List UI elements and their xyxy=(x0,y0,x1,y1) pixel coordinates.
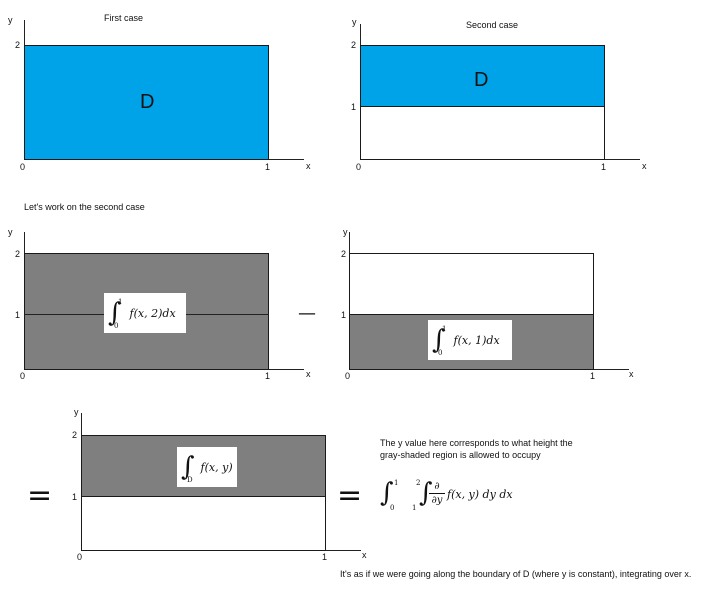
outer-lower-limit: 0 xyxy=(390,504,395,512)
integral-lower-limit: 0 xyxy=(438,349,443,357)
inner-upper-limit: 2 xyxy=(416,479,421,487)
footer-note: It's as if we were going along the bound… xyxy=(340,569,692,579)
region-d-label: D xyxy=(140,91,155,113)
outer-upper-limit: 1 xyxy=(394,479,399,487)
integral-formula-box: ∫ 1 0 f(x, 1)dx xyxy=(428,320,512,360)
x-tick-label: 1 xyxy=(265,162,271,172)
y-axis-label: y xyxy=(8,15,13,25)
y-axis-label: y xyxy=(352,17,357,27)
x-axis-label: x xyxy=(642,161,647,171)
integral-sign-icon: ∫ xyxy=(432,325,446,355)
y-axis-label: y xyxy=(74,407,79,417)
integral-upper-limit: 1 xyxy=(442,325,447,333)
inner-lower-limit: 1 xyxy=(412,504,417,512)
x-tick-label: 1 xyxy=(265,371,271,381)
partial-denominator: ∂y xyxy=(431,495,443,506)
integrand: f(x, y) xyxy=(200,460,233,474)
partial-numerator: ∂ xyxy=(429,481,445,494)
y-axis-label: y xyxy=(8,227,13,237)
y-tick-label: 1 xyxy=(341,310,347,320)
y-tick-label: 2 xyxy=(351,40,357,50)
x-tick-label: 1 xyxy=(601,162,607,172)
integrand: f(x, 1)dx xyxy=(453,333,500,347)
explanation-text: The y value here corresponds to what hei… xyxy=(380,438,573,461)
y-axis-label: y xyxy=(343,227,348,237)
y-tick-label: 2 xyxy=(15,40,21,50)
integral-lower-limit: 0 xyxy=(114,322,119,330)
inner-integral-sign-icon: ∫ xyxy=(419,478,433,508)
x-tick-label: 1 xyxy=(322,552,328,562)
x-tick-label: 1 xyxy=(590,371,596,381)
equals-sign: = xyxy=(337,478,363,513)
origin-label: 0 xyxy=(77,552,83,562)
x-axis-label: x xyxy=(306,369,311,379)
equals-sign: = xyxy=(27,478,53,513)
integral-formula-box: ∫ D f(x, y) xyxy=(177,447,237,487)
panel-title: Second case xyxy=(466,20,519,30)
x-axis-label: x xyxy=(362,550,367,560)
y-tick-label: 2 xyxy=(15,249,21,259)
y-tick-label: 2 xyxy=(72,430,78,440)
region-d-label: D xyxy=(474,69,489,91)
origin-label: 0 xyxy=(20,371,26,381)
explanation-line: gray-shaded region is allowed to occupy xyxy=(380,449,541,460)
region-d xyxy=(24,45,269,160)
y-tick-label: 1 xyxy=(351,102,357,112)
x-axis-label: x xyxy=(306,161,311,171)
integral-formula-box: ∫ 1 0 f(x, 2)dx xyxy=(104,293,186,333)
origin-label: 0 xyxy=(356,162,362,172)
section-caption: Let's work on the second case xyxy=(24,202,145,212)
integral-sign-icon: ∫ xyxy=(108,298,122,328)
y-tick-label: 2 xyxy=(341,249,347,259)
y-tick-label: 1 xyxy=(15,310,21,320)
integral-upper-limit: 1 xyxy=(118,298,123,306)
region-d xyxy=(360,45,605,107)
integrand: f(x, y) dy dx xyxy=(447,488,513,501)
integral-region-limit: D xyxy=(187,476,193,484)
integrand: f(x, 2)dx xyxy=(129,306,176,320)
iterated-integral-formula: ∫ 1 0 ∫ 2 1 ∂ ∂y f(x, y) dy dx xyxy=(380,476,540,520)
integral-sign-icon: ∫ xyxy=(181,452,195,482)
origin-label: 0 xyxy=(345,371,351,381)
x-axis-label: x xyxy=(629,369,634,379)
y-tick-label: 1 xyxy=(72,492,78,502)
origin-label: 0 xyxy=(20,162,26,172)
outer-integral-sign-icon: ∫ xyxy=(380,478,394,508)
explanation-line: The y value here corresponds to what hei… xyxy=(380,438,573,448)
minus-sign: — xyxy=(298,303,316,324)
panel-title: First case xyxy=(104,13,144,23)
